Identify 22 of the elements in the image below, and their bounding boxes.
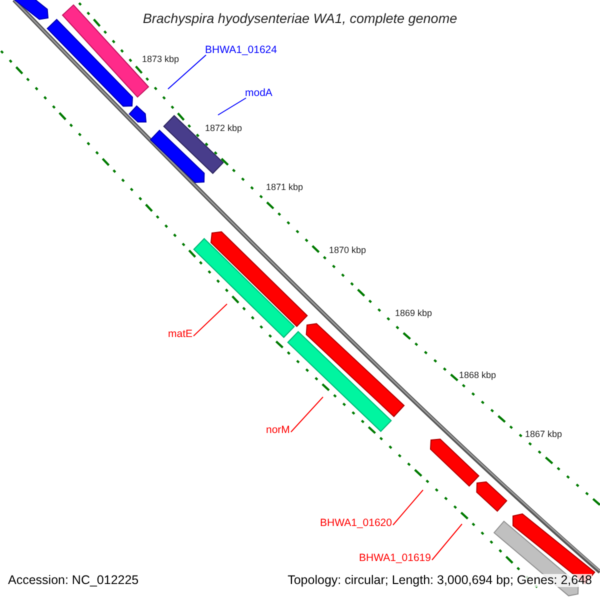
title: Brachyspira hyodysenteriae WA1, complete genome [142, 10, 458, 28]
leader-line [168, 54, 206, 90]
position-label: 1867 kbp [525, 430, 562, 439]
gene-label: norM [266, 424, 290, 436]
position-label: 1870 kbp [329, 246, 366, 255]
leader-line [392, 490, 424, 526]
gene-label: matE [168, 328, 193, 340]
position-label: 1872 kbp [205, 124, 242, 133]
leader-line [432, 524, 462, 560]
position-label: 1873 kbp [142, 55, 180, 64]
position-label: 1868 kbp [459, 371, 496, 380]
leader-line [193, 304, 228, 336]
leader-line [218, 98, 246, 116]
gene-label: BHWA1_01624 [205, 44, 277, 56]
footer-text: Topology: circular; Length: 3,000,694 bp; Genes: 2,648 [288, 574, 592, 586]
gene-label: BHWA1_01620 [320, 517, 392, 529]
position-label: 1871 kbp [266, 183, 304, 192]
gene-label: BHWA1_01619 [359, 552, 431, 564]
footer-text: Accession: NC_012225 [8, 574, 139, 586]
leader-line [290, 396, 324, 432]
position-label: 1869 kbp [395, 309, 432, 318]
gene-label: modA [245, 87, 272, 99]
